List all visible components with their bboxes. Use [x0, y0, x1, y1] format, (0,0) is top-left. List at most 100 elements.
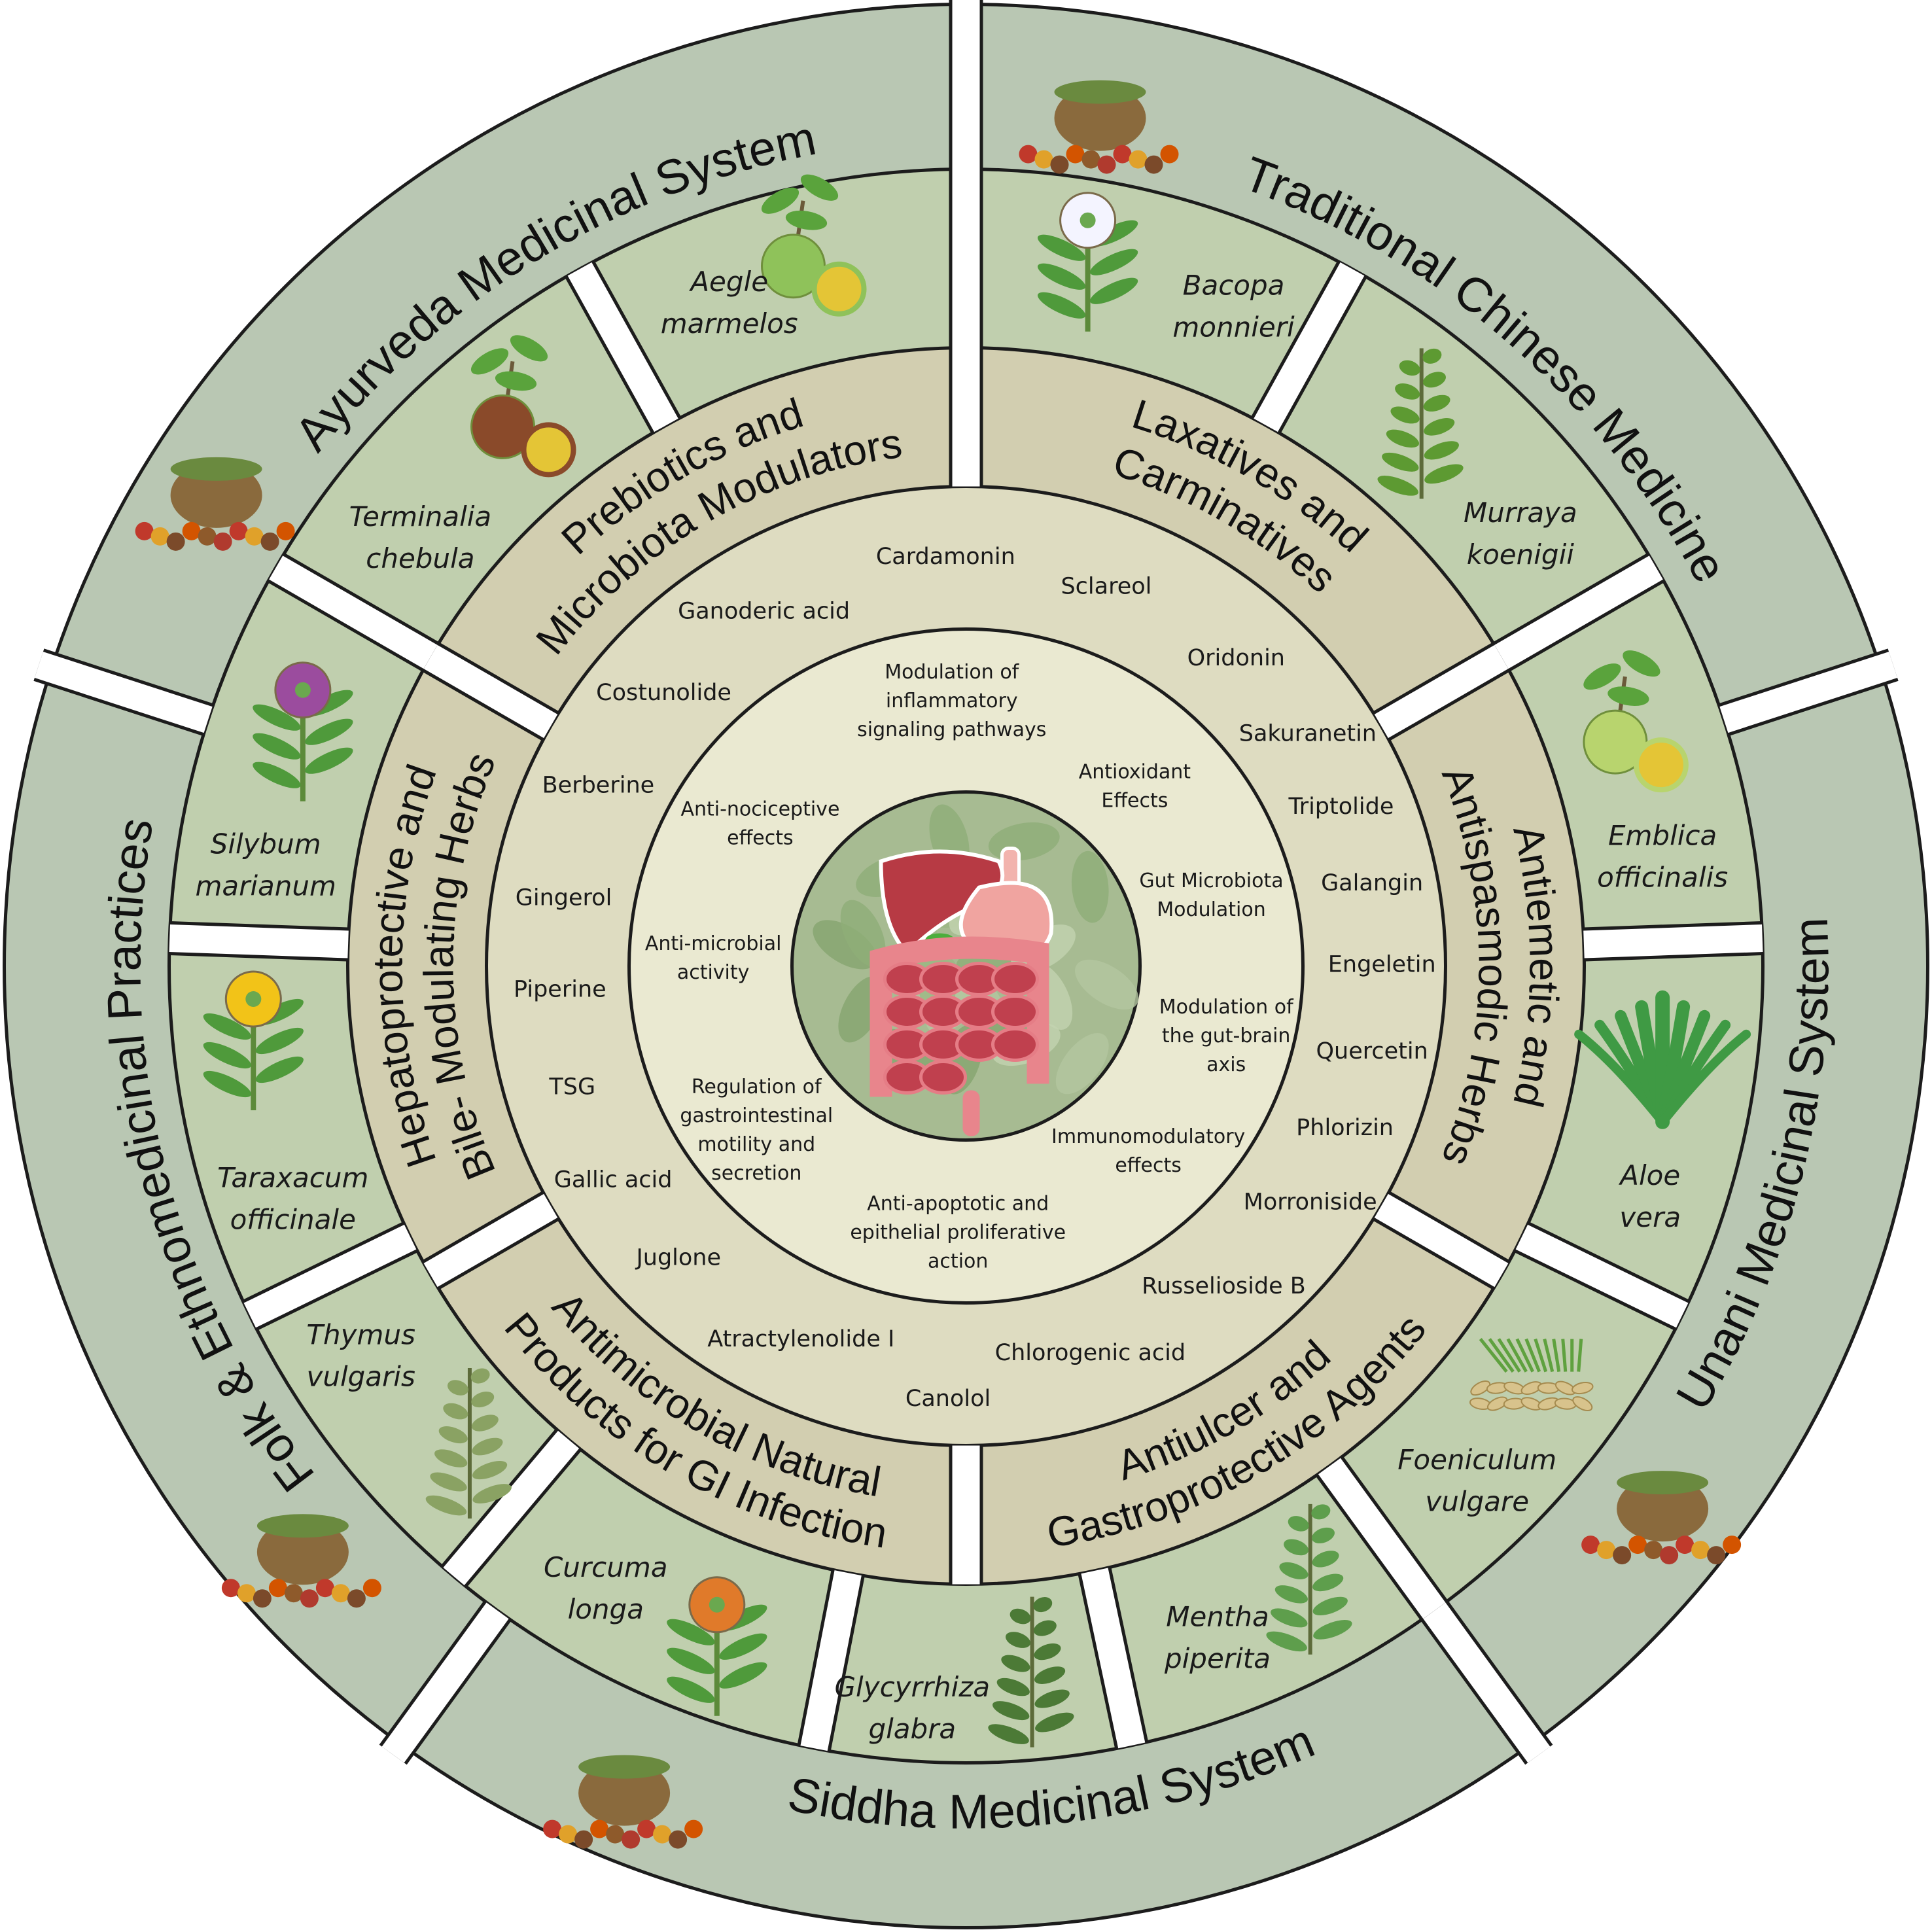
- compound-label: Atractylenolide I: [707, 1326, 894, 1352]
- compound-label: Gallic acid: [554, 1167, 673, 1193]
- herb-genus: Bacopa: [1183, 270, 1285, 302]
- ayurveda-herbs-image: [135, 457, 295, 551]
- mechanism-line: inflammatory: [886, 690, 1018, 712]
- mechanism-label: Anti-microbial activity: [645, 932, 782, 984]
- small-intestine-loop: [991, 994, 1039, 1029]
- herb-genus: Curcuma: [544, 1551, 668, 1583]
- herb-genus: Taraxacum: [217, 1162, 368, 1194]
- mechanism-line: Modulation of: [1159, 996, 1294, 1019]
- mechanism-line: effects: [1115, 1154, 1181, 1177]
- divider-gap: [243, 1224, 417, 1328]
- leaf-shape: [1055, 1032, 1109, 1095]
- herb-species: longa: [568, 1593, 644, 1625]
- divider-gap: [1515, 1224, 1689, 1328]
- compound-label: Oridonin: [1187, 645, 1285, 671]
- foeniculum-vulgare-image: [1469, 1338, 1594, 1412]
- mechanism-line: Effects: [1101, 790, 1168, 813]
- mechanism-line: the gut-brain: [1162, 1025, 1291, 1047]
- divider-gap: [1423, 1602, 1551, 1763]
- compound-label: Triptolide: [1288, 794, 1394, 820]
- glycyrrhiza-glabra-image: [988, 1596, 1074, 1748]
- divider-gap: [423, 1193, 558, 1288]
- small-intestine-loop: [991, 1027, 1039, 1062]
- unani-herbs-image: [1581, 1471, 1742, 1565]
- folk-healer-image: [221, 1514, 381, 1608]
- divider-gap: [1254, 262, 1365, 432]
- compound-label: TSG: [548, 1074, 595, 1100]
- compound-label: Russelioside B: [1142, 1273, 1306, 1299]
- mechanism-line: secretion: [711, 1162, 801, 1185]
- herb-species: glabra: [868, 1713, 956, 1745]
- compound-label: Chlorogenic acid: [995, 1340, 1186, 1366]
- compound-label: Gingerol: [516, 885, 612, 911]
- compound-label: Engeletin: [1328, 952, 1436, 978]
- murraya-koenigii-image: [1377, 348, 1464, 499]
- mechanism-line: epithelial proliferative: [850, 1221, 1066, 1244]
- rectum-shape: [962, 1090, 980, 1136]
- divider-gap: [1719, 652, 1898, 733]
- emblica-officinalis-image: [1583, 650, 1689, 793]
- mechanism-label: Regulation of gastrointestinal motility an…: [680, 1076, 833, 1185]
- herb-genus: Aegle: [688, 266, 768, 298]
- compound-label: Galangin: [1321, 870, 1423, 896]
- divider-gap: [1583, 924, 1763, 958]
- mechanism-line: signaling pathways: [857, 718, 1046, 741]
- herb-genus: Terminalia: [349, 501, 492, 533]
- divider-gap: [423, 644, 558, 739]
- divider-gap: [1374, 1193, 1509, 1288]
- thymus-vulgaris-image: [425, 1368, 512, 1519]
- mechanism-line: Regulation of: [692, 1076, 822, 1098]
- compound-label: Piperine: [514, 976, 606, 1002]
- aloe-vera-image: [1574, 990, 1751, 1129]
- herb-genus: Foeniculum: [1397, 1443, 1556, 1475]
- mechanism-line: gastrointestinal: [680, 1104, 833, 1127]
- herb-label: Murraya koenigii: [1464, 497, 1577, 571]
- small-intestine-loop: [991, 962, 1039, 996]
- tcm-herbs-image: [1019, 80, 1179, 174]
- herb-genus: Aloe: [1618, 1159, 1680, 1191]
- divider-gap: [34, 652, 213, 733]
- herb-species: vera: [1619, 1201, 1681, 1233]
- compound-label: Berberine: [542, 773, 655, 799]
- mechanism-line: activity: [677, 961, 750, 984]
- mechanism-label: Immunomodulatory effects: [1051, 1125, 1245, 1177]
- herb-genus: Glycyrrhiza: [835, 1671, 991, 1703]
- divider-gap: [443, 1430, 580, 1586]
- aegle-marmelos-image: [761, 174, 867, 317]
- divider-gap: [567, 262, 678, 432]
- mechanism-line: motility and: [697, 1133, 815, 1156]
- herb-genus: Silybum: [211, 828, 321, 860]
- mechanism-line: action: [928, 1250, 988, 1273]
- silybum-marianum-image: [253, 661, 353, 801]
- sector-dividers: [33, 0, 1899, 1765]
- herb-species: koenigii: [1467, 538, 1574, 571]
- mechanism-line: Immunomodulatory: [1051, 1125, 1245, 1148]
- mechanism-line: Modulation: [1157, 898, 1265, 921]
- herb-label: Curcuma longa: [544, 1551, 668, 1625]
- mechanism-line: Gut Microbiota: [1139, 869, 1283, 892]
- mechanism-line: Anti-microbial: [645, 932, 782, 955]
- compound-label: Sclareol: [1061, 574, 1151, 600]
- divider-gap: [169, 924, 349, 958]
- compound-label: Juglone: [635, 1244, 721, 1271]
- herb-species: vulgaris: [307, 1361, 415, 1393]
- siddha-sage-image: [543, 1755, 703, 1849]
- herb-species: officinalis: [1597, 861, 1728, 893]
- herb-genus: Mentha: [1166, 1600, 1269, 1632]
- divider-gap: [381, 1602, 509, 1763]
- leaf-shape: [1075, 959, 1139, 1010]
- herb-genus: Murraya: [1464, 497, 1577, 529]
- divider-gap: [1318, 1458, 1446, 1619]
- curcuma-longa-image: [667, 1576, 767, 1716]
